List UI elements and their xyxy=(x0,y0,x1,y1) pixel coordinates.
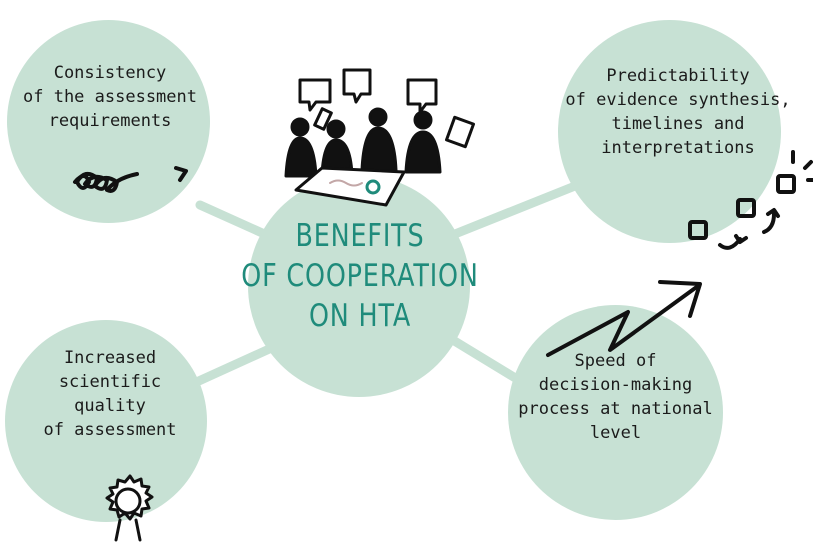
center-title-line-3: ON HTA xyxy=(308,298,412,334)
people-meeting-icon xyxy=(284,68,476,207)
node-top-right-label: Predictability of evidence synthesis, ti… xyxy=(565,66,791,158)
center-title-line-1: BENEFITS xyxy=(295,218,425,254)
rosette-award-icon xyxy=(105,474,154,542)
steps-progress-icon xyxy=(688,150,813,250)
connector-top-right xyxy=(435,175,595,245)
circle-bottom-left xyxy=(5,320,207,522)
circle-center xyxy=(248,175,470,397)
circle-top-right xyxy=(558,20,781,243)
center-title-line-2: OF COOPERATION xyxy=(241,258,479,294)
node-bottom-right-label: Speed of decision-making process at nati… xyxy=(518,351,713,443)
node-top-left-label: Consistency of the assessment requiremen… xyxy=(23,63,197,131)
spiral-arrow-icon xyxy=(73,166,188,193)
center-title: BENEFITS OF COOPERATION ON HTA xyxy=(241,216,479,336)
rising-arrow-icon xyxy=(546,280,702,357)
node-bottom-left-label: Increased scientific quality of assessme… xyxy=(43,348,177,440)
